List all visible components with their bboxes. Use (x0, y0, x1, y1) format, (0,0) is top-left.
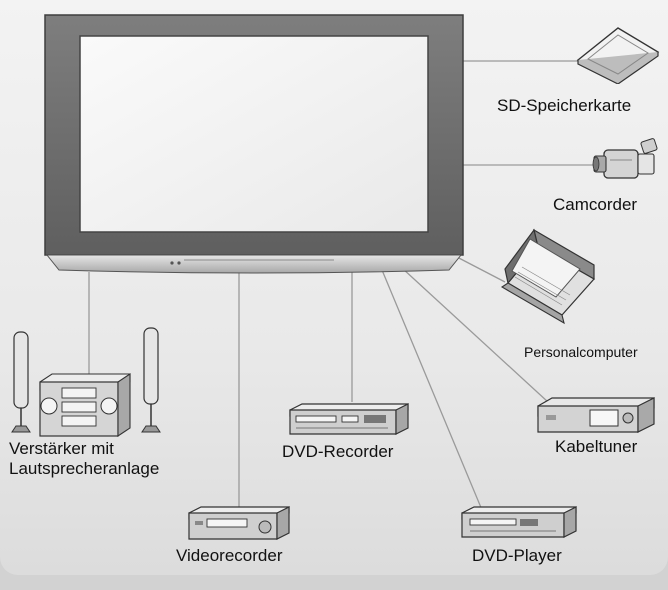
wire-cable-tuner (401, 267, 549, 403)
label-cable-tuner: Kabeltuner (555, 437, 638, 456)
label-amplifier-line2: Lautsprecheranlage (9, 459, 160, 478)
dvd-player-icon (461, 506, 577, 538)
wire-personal-computer (454, 255, 506, 283)
right-speaker (141, 327, 161, 433)
label-sd-card: SD-Speicherkarte (497, 96, 632, 115)
label-video-recorder: Videorecorder (176, 546, 283, 565)
left-speaker (11, 331, 31, 433)
label-personal-computer: Personalcomputer (524, 344, 638, 360)
sd-card-icon (576, 27, 660, 84)
label-amplifier-line1: Verstärker mit (9, 439, 114, 458)
set-top-box-icon (537, 397, 655, 433)
wire-dvd-player (381, 269, 483, 511)
label-camcorder: Camcorder (553, 195, 638, 214)
hifi-unit (39, 372, 131, 438)
camcorder-icon (592, 138, 658, 179)
label-dvd-player: DVD-Player (472, 546, 562, 565)
hifi-system-icon (11, 327, 161, 438)
label-dvd-recorder: DVD-Recorder (282, 442, 394, 461)
dvd-recorder-icon (289, 403, 409, 435)
vcr-icon (188, 506, 290, 540)
laptop-icon (500, 228, 595, 325)
flat-tv-icon (44, 14, 464, 274)
